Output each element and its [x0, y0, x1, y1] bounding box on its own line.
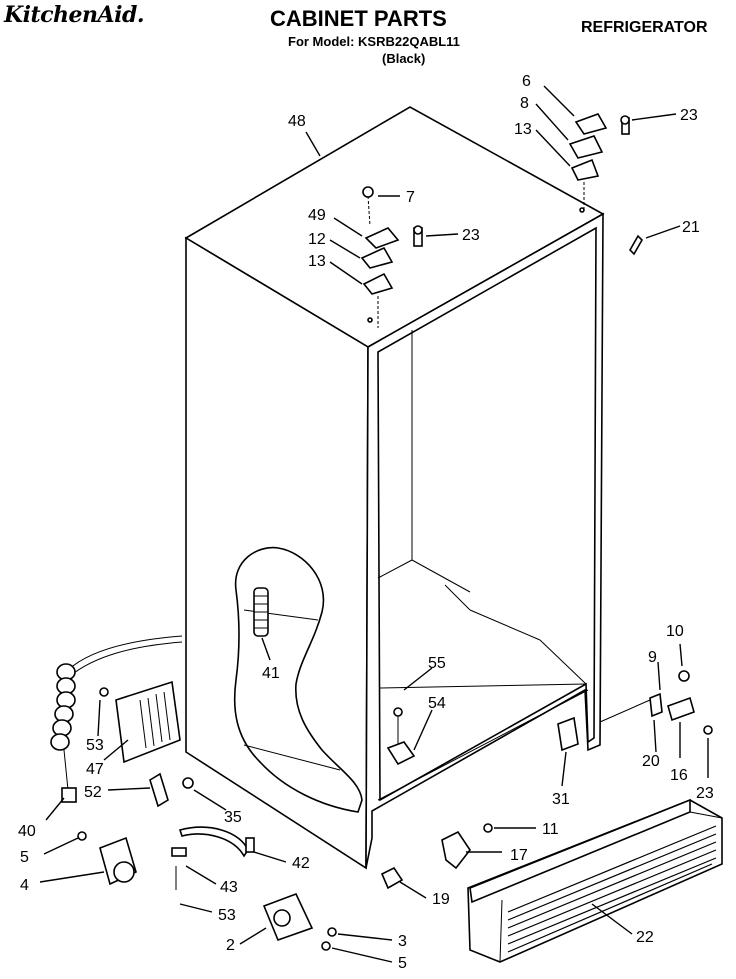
- callout-47: 47: [86, 761, 104, 778]
- callout-35: 35: [224, 809, 242, 826]
- callout-19: 19: [432, 891, 450, 908]
- callout-16: 16: [670, 767, 688, 784]
- callout-23: 23: [696, 785, 714, 802]
- callout-53: 53: [86, 737, 104, 754]
- guide-part: [557, 716, 579, 752]
- callout-20: 20: [642, 753, 660, 770]
- callout-43: 43: [220, 879, 238, 896]
- leveling-leg-part: [262, 892, 337, 951]
- top-hinge-assembly-left: [360, 186, 423, 328]
- callout-49: 49: [308, 207, 326, 224]
- callout-12: 12: [308, 231, 326, 248]
- callout-40: 40: [18, 823, 36, 840]
- callout-42: 42: [292, 855, 310, 872]
- callout-2: 2: [226, 937, 235, 954]
- callout-9: 9: [648, 649, 657, 666]
- hinge-plate-part: [386, 707, 416, 766]
- drain-coil-part: [253, 587, 269, 637]
- leveling-roller-part: [77, 831, 137, 886]
- callout-48: 48: [288, 113, 306, 130]
- wire-clip-part: [149, 772, 169, 808]
- relay-cover-part: [99, 680, 181, 764]
- callout-13: 13: [514, 121, 532, 138]
- toe-grille-part: [467, 798, 723, 963]
- callout-10: 10: [666, 623, 684, 640]
- toe-bracket-part: [441, 823, 493, 870]
- page-title: CABINET PARTS: [270, 6, 447, 31]
- top-hinge-assembly-right: [568, 113, 630, 213]
- callout-6: 6: [522, 73, 531, 90]
- callout-55: 55: [428, 655, 446, 672]
- appliance-category: REFRIGERATOR: [581, 19, 708, 36]
- callout-5: 5: [20, 849, 29, 866]
- hinge-cover-part: [629, 234, 643, 256]
- callout-23: 23: [462, 227, 480, 244]
- callout-21: 21: [682, 219, 700, 236]
- callout-11: 11: [542, 821, 559, 838]
- screw-part: [182, 777, 194, 789]
- drain-tube-part: [171, 826, 255, 890]
- brand-logo: KitchenAid.: [4, 2, 145, 28]
- model-number: For Model: KSRB22QABL11: [288, 34, 460, 49]
- model-color: (Black): [382, 51, 426, 66]
- callout-22: 22: [636, 929, 654, 946]
- callout-13: 13: [308, 253, 326, 270]
- leader-lines: [39, 85, 709, 963]
- callout-54: 54: [428, 695, 446, 712]
- callout-5: 5: [398, 955, 407, 972]
- callout-8: 8: [520, 95, 529, 112]
- power-cord-part: [50, 635, 183, 803]
- bracket-part: [380, 866, 404, 890]
- callout-4: 4: [20, 877, 29, 894]
- callout-31: 31: [552, 791, 570, 808]
- callout-53: 53: [218, 907, 236, 924]
- bottom-hinge-assembly: [599, 670, 713, 735]
- callout-52: 52: [84, 784, 102, 801]
- callout-7: 7: [406, 189, 415, 206]
- callout-3: 3: [398, 933, 407, 950]
- callout-17: 17: [510, 847, 528, 864]
- callout-labels: 48 6 23 8 13 7 21 49 23 12 13 10 9 55 54…: [18, 73, 714, 972]
- callout-23: 23: [680, 107, 698, 124]
- callout-41: 41: [262, 665, 280, 682]
